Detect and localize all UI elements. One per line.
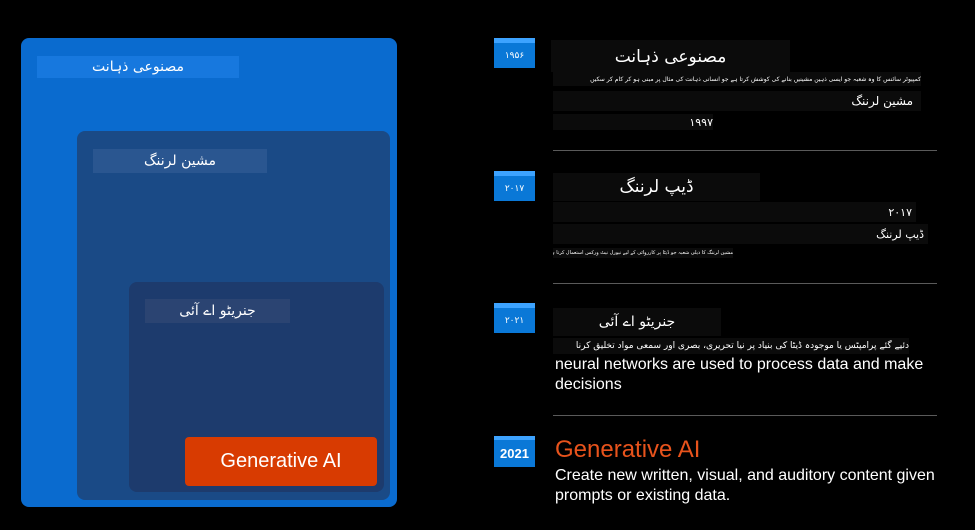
dl-title: ڈیپ لرننگ [553, 173, 760, 201]
divider [553, 150, 937, 151]
divider [553, 283, 937, 284]
genai-en-year-badge: 2021 [494, 436, 535, 467]
genai-en-desc: Create new written, visual, and auditory… [555, 467, 935, 504]
dl-desc: مشین لرننگ کا ذیلی شعبہ جو ڈیٹا پر کاررو… [553, 248, 733, 258]
ml-box-label: مشین لرننگ [93, 149, 267, 173]
dl-sub-year: ۲۰۱۷ [553, 202, 916, 222]
dl-sub-label: ڈیپ لرننگ [553, 224, 928, 244]
ai-year-badge: ۱۹۵۶ [494, 38, 535, 68]
genai-en-title: Generative AI [555, 436, 701, 463]
genai-ur-year-badge: ۲۰۲۱ [494, 303, 535, 333]
genai-ur-desc: دئیے گئے پرامپٹس یا موجودہ ڈیٹا کی بنیاد… [553, 338, 909, 354]
genai-ur-en-desc: neural networks are used to process data… [555, 356, 924, 393]
dl-year-badge: ۲۰۱۷ [494, 171, 535, 201]
divider [553, 415, 937, 416]
ai-sub-year: ۱۹۹۷ [553, 114, 713, 130]
ai-sub-label: مشین لرننگ [553, 91, 921, 111]
ai-title: مصنوعی ذہانت [551, 40, 790, 72]
ai-box-label: مصنوعی ذہانت [37, 56, 239, 78]
ai-desc: کمپیوٹر سائنس کا وہ شعبہ جو ایسی ذہین مش… [553, 72, 921, 86]
dl-box-label: جنریٹو اے آئی [145, 299, 290, 323]
generative-ai-box: Generative AI [185, 437, 377, 486]
genai-ur-title: جنریٹو اے آئی [553, 308, 721, 336]
